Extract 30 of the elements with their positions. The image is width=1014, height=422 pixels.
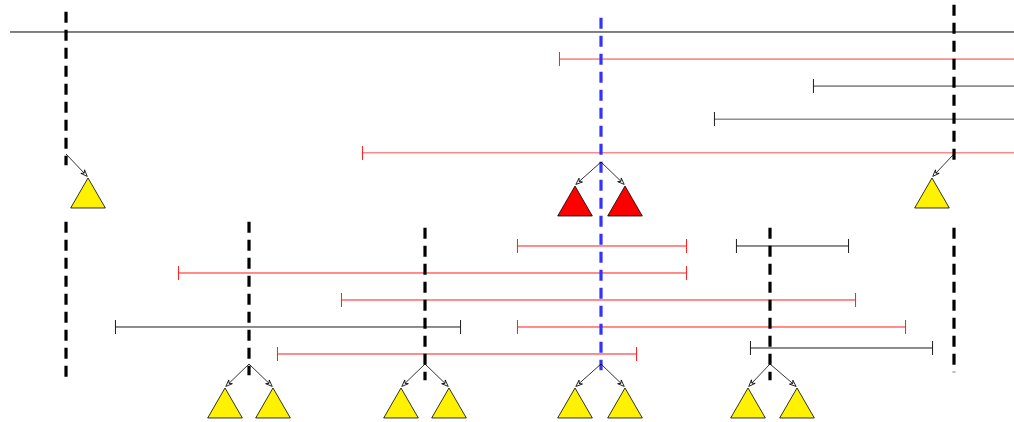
- arrow: [401, 363, 426, 387]
- triangle: [255, 387, 291, 419]
- arrow: [575, 363, 602, 387]
- dashed-line: [952, 4, 956, 161]
- arrow: [424, 363, 449, 387]
- triangle: [207, 387, 243, 419]
- arrow: [600, 161, 625, 185]
- dashed-line: [247, 221, 251, 376]
- arrow: [248, 363, 273, 387]
- dashed-line: [768, 227, 772, 381]
- triangle: [70, 177, 106, 209]
- triangle: [431, 387, 467, 419]
- arrow: [575, 161, 602, 185]
- triangle: [557, 387, 593, 419]
- arrow: [932, 153, 955, 177]
- dashed-line: [423, 227, 427, 381]
- triangle: [383, 387, 419, 419]
- dashed-line: [599, 17, 603, 371]
- arrow: [225, 363, 250, 387]
- arrow: [65, 153, 88, 177]
- triangle: [607, 387, 643, 419]
- arrow: [769, 363, 797, 387]
- triangle: [779, 387, 815, 419]
- arrow: [600, 363, 625, 387]
- triangle: [730, 387, 766, 419]
- triangle: [607, 185, 643, 217]
- arrow: [748, 363, 771, 387]
- dashed-line: [64, 11, 68, 166]
- triangle: [914, 177, 950, 209]
- triangle: [557, 185, 593, 217]
